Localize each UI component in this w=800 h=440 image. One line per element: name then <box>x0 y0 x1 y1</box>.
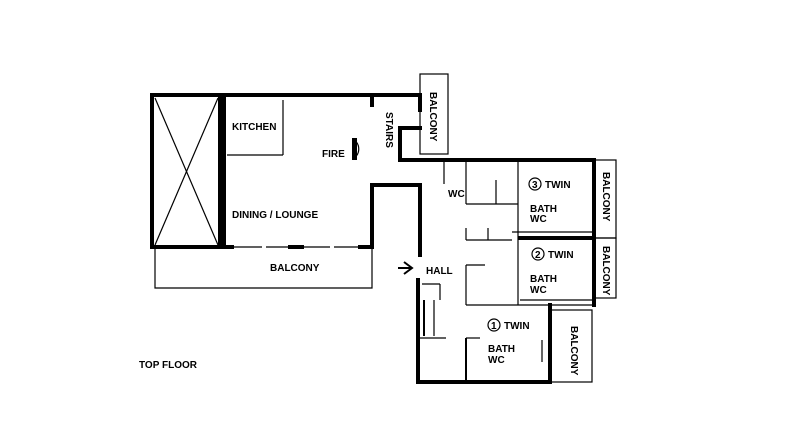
main-balcony <box>154 247 373 289</box>
top-balcony <box>419 73 449 155</box>
room-3-bath: BATH <box>530 204 557 215</box>
kitchen-label: KITCHEN <box>232 122 276 133</box>
room-2-number: 2 <box>535 250 541 261</box>
room-1-number-circle <box>487 318 501 332</box>
room-3-number: 3 <box>532 180 538 191</box>
room-2-balcony-label: BALCONY <box>600 246 611 296</box>
room-2-number-circle <box>531 247 545 261</box>
dining-lounge-label: DINING / LOUNGE <box>232 210 318 221</box>
room-1-balcony-label: BALCONY <box>568 326 579 376</box>
hall-label: HALL <box>426 266 453 277</box>
room-1-number: 1 <box>491 321 497 332</box>
side-balconies <box>549 159 617 383</box>
room-1-bath: BATH <box>488 344 515 355</box>
fire-label: FIRE <box>322 149 345 160</box>
room-3-balcony-label: BALCONY <box>600 172 611 222</box>
room-2-name: TWIN <box>548 250 574 261</box>
room-2-bath: BATH <box>530 274 557 285</box>
room-2-wc: WC <box>530 285 547 296</box>
main-balcony-label: BALCONY <box>270 263 320 274</box>
void-shaft <box>150 93 222 249</box>
room-3-name: TWIN <box>545 180 571 191</box>
living-walls <box>218 93 422 257</box>
wc-label: WC <box>448 189 465 200</box>
floor-label: TOP FLOOR <box>139 360 198 371</box>
entrance-arrow-icon <box>398 261 414 275</box>
stairs-label: STAIRS <box>383 112 394 148</box>
room-3-wc: WC <box>530 214 547 225</box>
room-1-wc: WC <box>488 355 505 366</box>
room-3-number-circle <box>528 177 542 191</box>
room-1-name: TWIN <box>504 321 530 332</box>
top-balcony-label: BALCONY <box>427 92 438 142</box>
